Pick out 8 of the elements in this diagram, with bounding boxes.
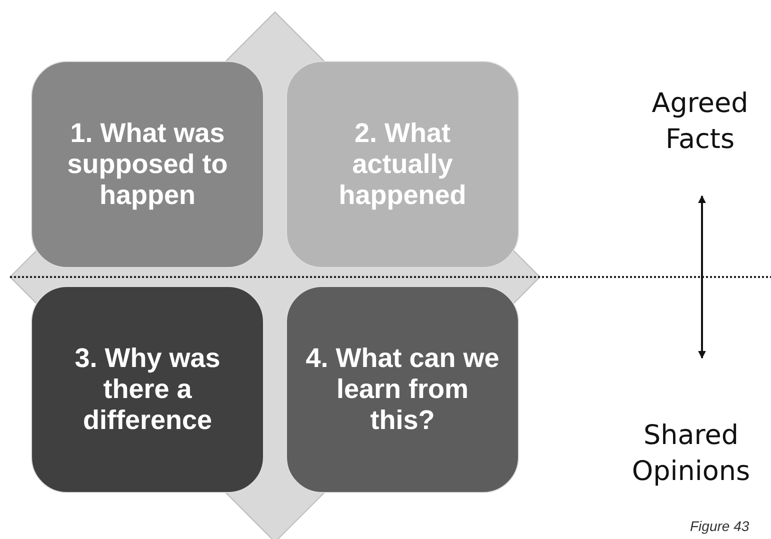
quadrant-box: 3. Why was there a difference bbox=[31, 286, 264, 493]
quadrant-box: 4. What can we learn from this? bbox=[286, 286, 519, 493]
quadrant-box: 1. What was supposed to happen bbox=[31, 61, 264, 268]
double-headed-arrow bbox=[698, 195, 706, 359]
figure-caption: Figure 43 bbox=[690, 518, 750, 534]
quadrant-box: 2. What actually happened bbox=[286, 61, 519, 268]
axis-end-label: Agreed Facts bbox=[632, 82, 768, 162]
axis-end-label: Shared Opinions bbox=[612, 414, 770, 494]
